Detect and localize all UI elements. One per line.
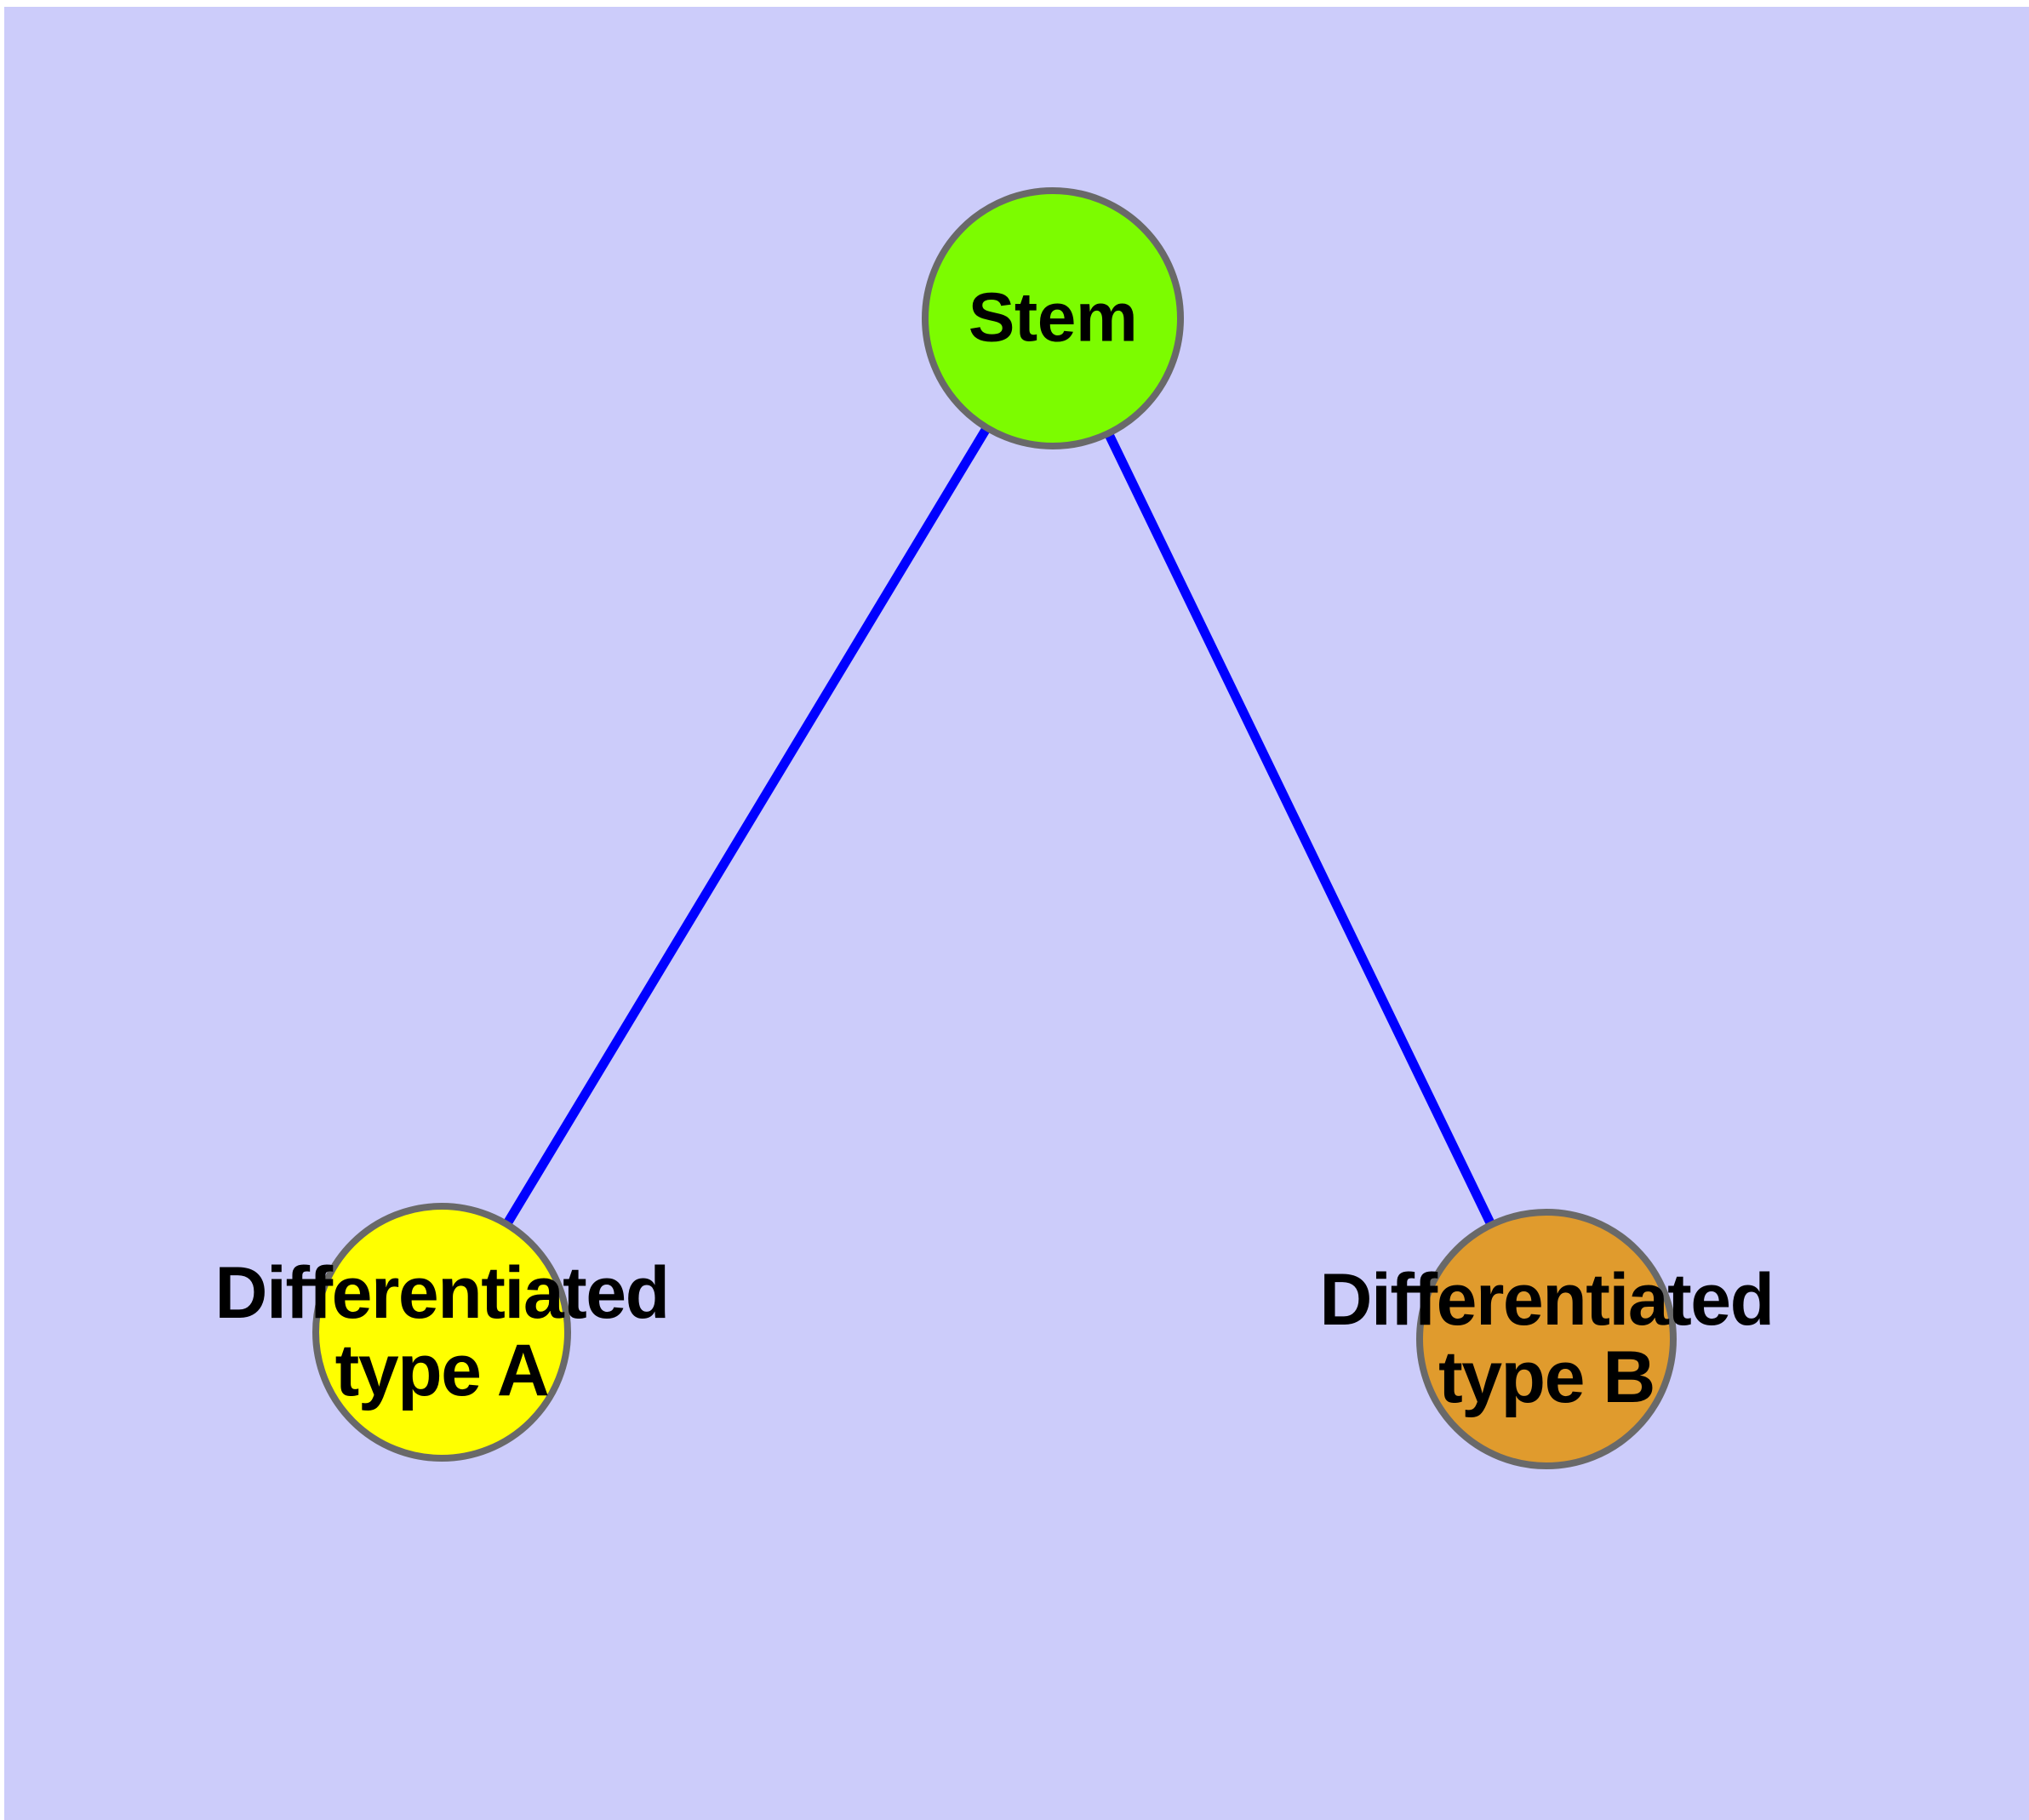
edges-layer [437,316,1551,1342]
nodes-layer [312,187,1677,1469]
node-diff-b[interactable] [1416,1209,1677,1469]
node-diff-a[interactable] [312,1203,571,1462]
node-stem[interactable] [922,187,1184,449]
edge-stem-to-diff-a[interactable] [437,316,1057,1335]
edge-stem-to-diff-b[interactable] [1049,316,1551,1342]
